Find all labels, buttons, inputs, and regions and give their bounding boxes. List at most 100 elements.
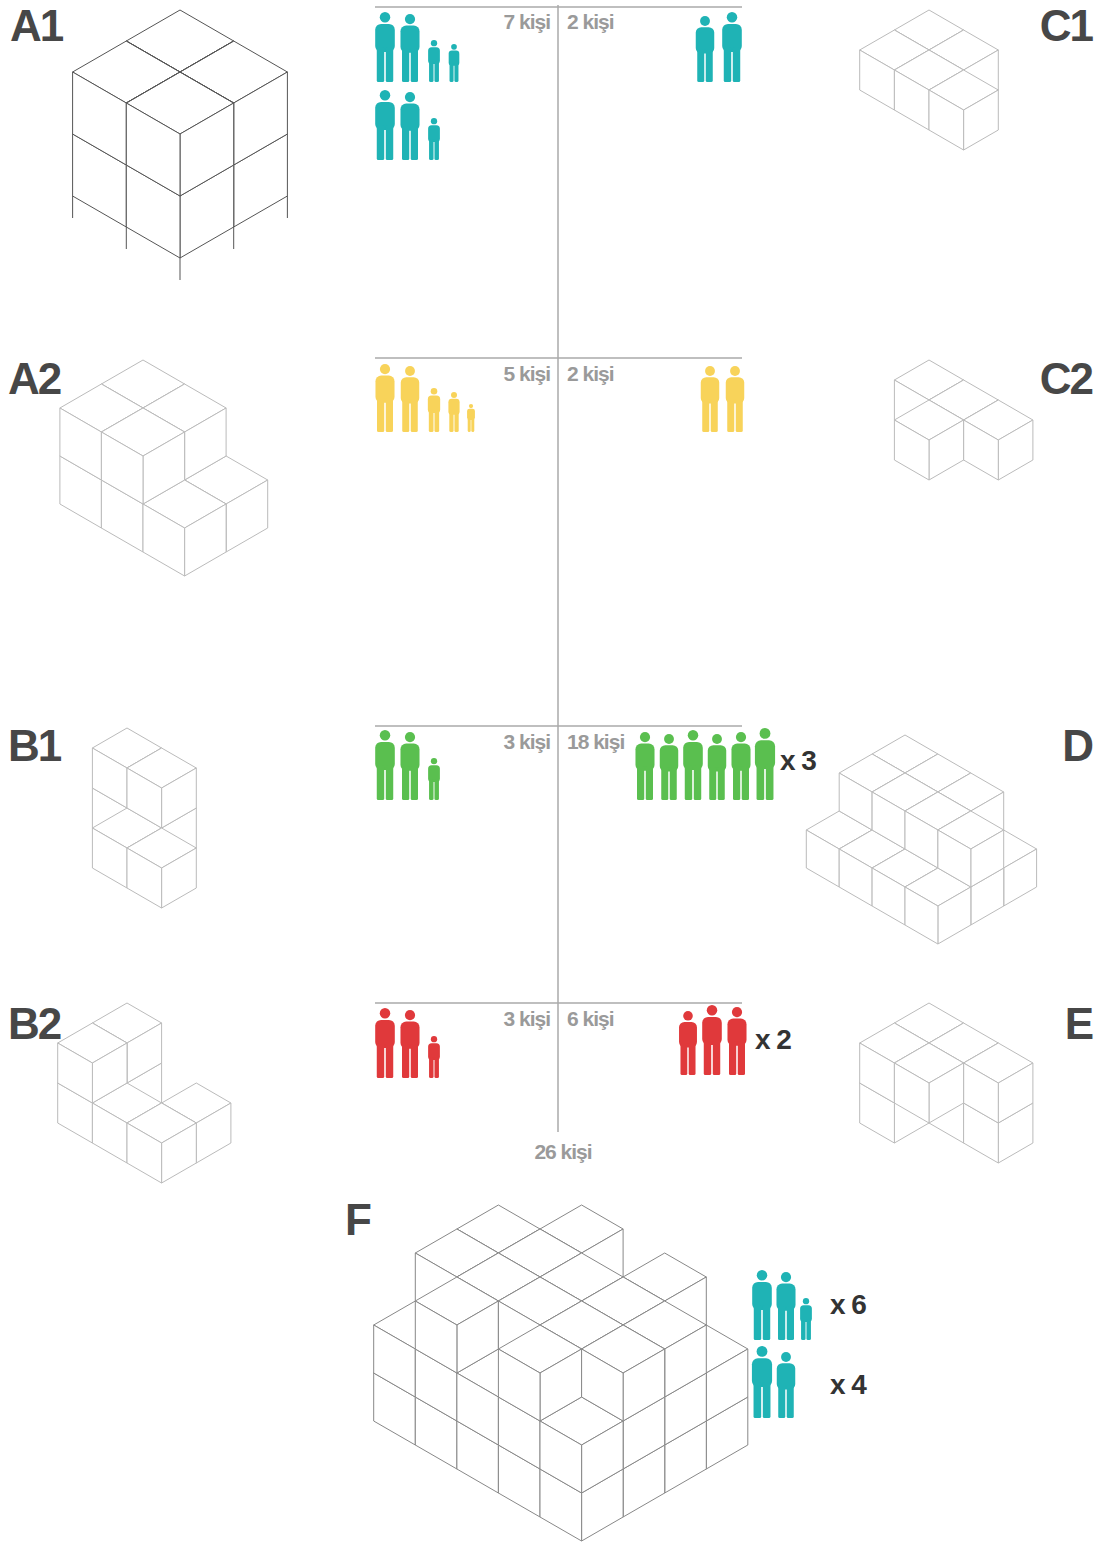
leg bbox=[377, 47, 384, 82]
leg bbox=[402, 126, 409, 160]
leg bbox=[429, 779, 433, 800]
head bbox=[707, 1005, 718, 1016]
cube-face bbox=[894, 420, 929, 480]
cube-face bbox=[127, 1023, 162, 1083]
leg bbox=[670, 767, 677, 800]
head bbox=[683, 1011, 693, 1021]
leg bbox=[434, 61, 438, 82]
person-silhouette bbox=[727, 1007, 746, 1075]
axis-line bbox=[375, 6, 742, 8]
leg bbox=[733, 47, 740, 82]
cube-face bbox=[126, 103, 180, 196]
multiplier: x 3 bbox=[780, 746, 816, 777]
cube-face bbox=[92, 748, 127, 808]
person-count: 5 kişi bbox=[503, 362, 550, 385]
module-a2 bbox=[60, 360, 268, 576]
leg bbox=[742, 766, 749, 800]
leg bbox=[685, 765, 692, 800]
cube-face bbox=[185, 408, 227, 480]
cube-face bbox=[162, 768, 197, 828]
head bbox=[405, 92, 415, 102]
head bbox=[781, 1272, 791, 1282]
head bbox=[405, 732, 415, 742]
module-name: F bbox=[345, 1196, 370, 1244]
module-name: A2 bbox=[8, 355, 60, 403]
leg bbox=[787, 1385, 794, 1418]
post bbox=[287, 196, 288, 218]
leg bbox=[718, 767, 725, 800]
person-silhouette bbox=[752, 1270, 772, 1340]
leg bbox=[706, 49, 713, 82]
person-silhouette bbox=[375, 90, 395, 160]
leg bbox=[801, 1319, 805, 1340]
leg bbox=[754, 1382, 762, 1418]
cube-face bbox=[806, 830, 839, 887]
person-silhouette bbox=[375, 12, 395, 82]
leg bbox=[787, 1306, 794, 1340]
leg bbox=[386, 47, 393, 82]
cube-face bbox=[127, 1123, 162, 1183]
person-silhouette bbox=[679, 1011, 697, 1075]
leg bbox=[711, 399, 718, 432]
leg bbox=[468, 418, 471, 432]
leg bbox=[763, 1305, 770, 1340]
head bbox=[431, 388, 438, 395]
cube-face bbox=[894, 70, 929, 130]
person-count: 26 kişi bbox=[534, 1140, 591, 1163]
leg bbox=[733, 766, 740, 800]
axis-line bbox=[375, 1002, 742, 1004]
cube-face bbox=[706, 1349, 748, 1421]
axis-line bbox=[557, 5, 559, 1132]
module-name: A1 bbox=[10, 2, 62, 50]
leg bbox=[386, 398, 393, 432]
post bbox=[126, 227, 127, 249]
head bbox=[380, 1008, 391, 1019]
leg bbox=[694, 765, 701, 800]
cube-face bbox=[92, 828, 127, 888]
head bbox=[405, 366, 415, 376]
person-silhouette bbox=[375, 364, 394, 432]
person-silhouette bbox=[755, 728, 775, 800]
head bbox=[727, 12, 738, 23]
leg bbox=[702, 399, 709, 432]
cube-face bbox=[92, 1043, 127, 1103]
cube-face bbox=[143, 432, 185, 504]
leg bbox=[434, 1057, 438, 1078]
head bbox=[757, 1346, 768, 1357]
leg bbox=[471, 418, 474, 432]
person-silhouette bbox=[708, 734, 726, 800]
post bbox=[233, 227, 234, 249]
module-name: C2 bbox=[1040, 355, 1092, 403]
person-count: 3 kişi bbox=[503, 730, 550, 753]
leg bbox=[454, 412, 458, 432]
leg bbox=[429, 410, 434, 432]
head bbox=[781, 1352, 791, 1362]
house-a1 bbox=[73, 10, 288, 280]
leg bbox=[449, 412, 453, 432]
person-count: 3 kişi bbox=[503, 1007, 550, 1030]
person-silhouette bbox=[400, 1010, 419, 1078]
cube-face bbox=[162, 848, 197, 908]
head bbox=[380, 730, 391, 741]
head bbox=[760, 728, 771, 739]
person-count: 7 kişi bbox=[503, 10, 550, 33]
cube-face bbox=[905, 811, 938, 868]
module-b1 bbox=[92, 728, 196, 908]
person-count: 2 kişi bbox=[567, 10, 614, 33]
leg bbox=[709, 767, 716, 800]
person-count: 2 kişi bbox=[567, 362, 614, 385]
multiplier: x 4 bbox=[830, 1370, 866, 1401]
head bbox=[431, 758, 437, 764]
cube-face bbox=[374, 1325, 416, 1397]
module-name: D bbox=[1062, 722, 1092, 770]
leg bbox=[434, 410, 439, 432]
cube-face bbox=[938, 830, 971, 887]
leg bbox=[402, 766, 409, 800]
cube-face bbox=[92, 1103, 127, 1163]
head bbox=[736, 732, 746, 742]
cube-face bbox=[665, 1325, 707, 1397]
cube-face bbox=[226, 480, 268, 552]
head bbox=[705, 366, 715, 376]
cube-face bbox=[180, 103, 234, 196]
cube-face bbox=[860, 1043, 895, 1103]
